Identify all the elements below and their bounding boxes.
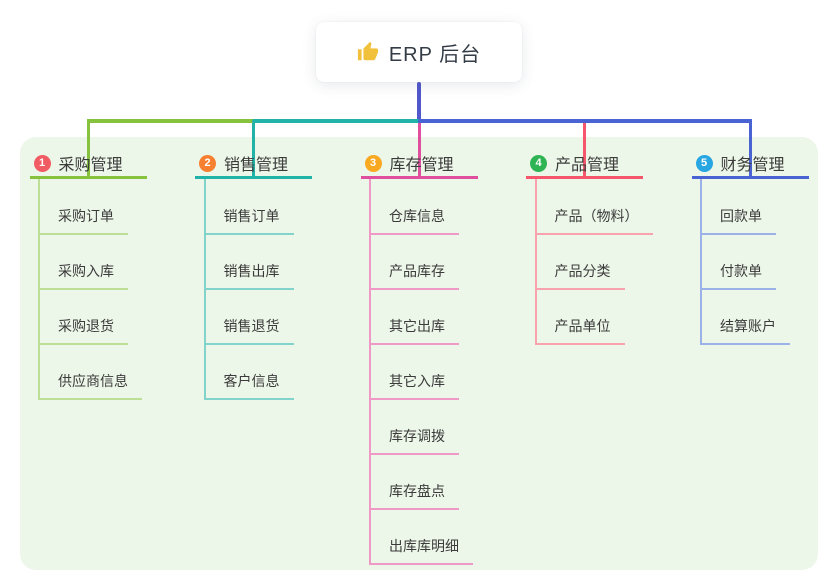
child-node[interactable]: 供应商信息 [38,371,142,400]
connector-bus-segment-3 [417,119,752,123]
child-node[interactable]: 库存盘点 [369,481,459,510]
branch-title-label: 采购管理 [58,157,123,174]
child-node[interactable]: 采购退货 [38,316,128,345]
child-node[interactable]: 采购入库 [38,261,128,290]
branch-spine-3 [369,179,371,565]
root-node-label: ERP 后台 [388,43,482,66]
branch-title-label: 库存管理 [389,157,454,174]
branch-spine-5 [700,179,702,345]
connector-drop-branch-5 [748,119,752,179]
branch-node-1[interactable]: 1 采购管理 [29,150,147,179]
branch-title-label: 销售管理 [224,157,289,174]
branch-number-badge: 2 [199,154,216,172]
child-node[interactable]: 其它出库 [369,316,459,345]
branch-number-badge: 5 [695,154,713,172]
child-node[interactable]: 回款单 [700,206,776,235]
branch-node-2[interactable]: 2 销售管理 [195,150,312,179]
child-node[interactable]: 仓库信息 [369,206,459,235]
connector-bus-segment-2 [252,119,421,123]
root-connector-line [417,82,421,123]
root-node[interactable]: ERP 后台 [316,22,522,82]
branch-number-badge: 1 [33,154,51,172]
branch-spine-4 [534,179,537,345]
branch-number-badge: 4 [530,154,547,172]
branch-node-4[interactable]: 4 产品管理 [526,150,643,179]
child-node[interactable]: 库存调拨 [369,426,459,455]
child-node[interactable]: 产品（物料） [534,206,653,235]
child-node[interactable]: 客户信息 [203,371,294,400]
branch-node-5[interactable]: 5 财务管理 [691,150,809,179]
child-node[interactable]: 销售订单 [203,206,294,235]
connector-drop-branch-2 [252,119,255,179]
connector-bus-segment-1 [86,119,255,123]
thumbs-up-icon [357,41,378,61]
child-node[interactable]: 其它入库 [369,371,459,400]
child-node[interactable]: 出库库明细 [369,536,473,565]
connector-drop-branch-1 [86,119,90,179]
connector-drop-branch-4 [583,119,586,179]
branch-title-label: 产品管理 [555,157,620,174]
child-node[interactable]: 销售退货 [203,316,294,345]
child-node[interactable]: 产品分类 [534,261,625,290]
child-node[interactable]: 产品库存 [369,261,459,290]
child-node[interactable]: 结算账户 [700,316,790,345]
branch-number-badge: 3 [364,154,382,172]
connector-drop-branch-3 [417,119,421,179]
child-node[interactable]: 产品单位 [534,316,625,345]
child-node[interactable]: 付款单 [700,261,776,290]
child-node[interactable]: 采购订单 [38,206,128,235]
branch-node-3[interactable]: 3 库存管理 [360,150,478,179]
child-node[interactable]: 销售出库 [203,261,294,290]
branch-title-label: 财务管理 [720,157,785,174]
branches-background-panel [20,137,818,570]
